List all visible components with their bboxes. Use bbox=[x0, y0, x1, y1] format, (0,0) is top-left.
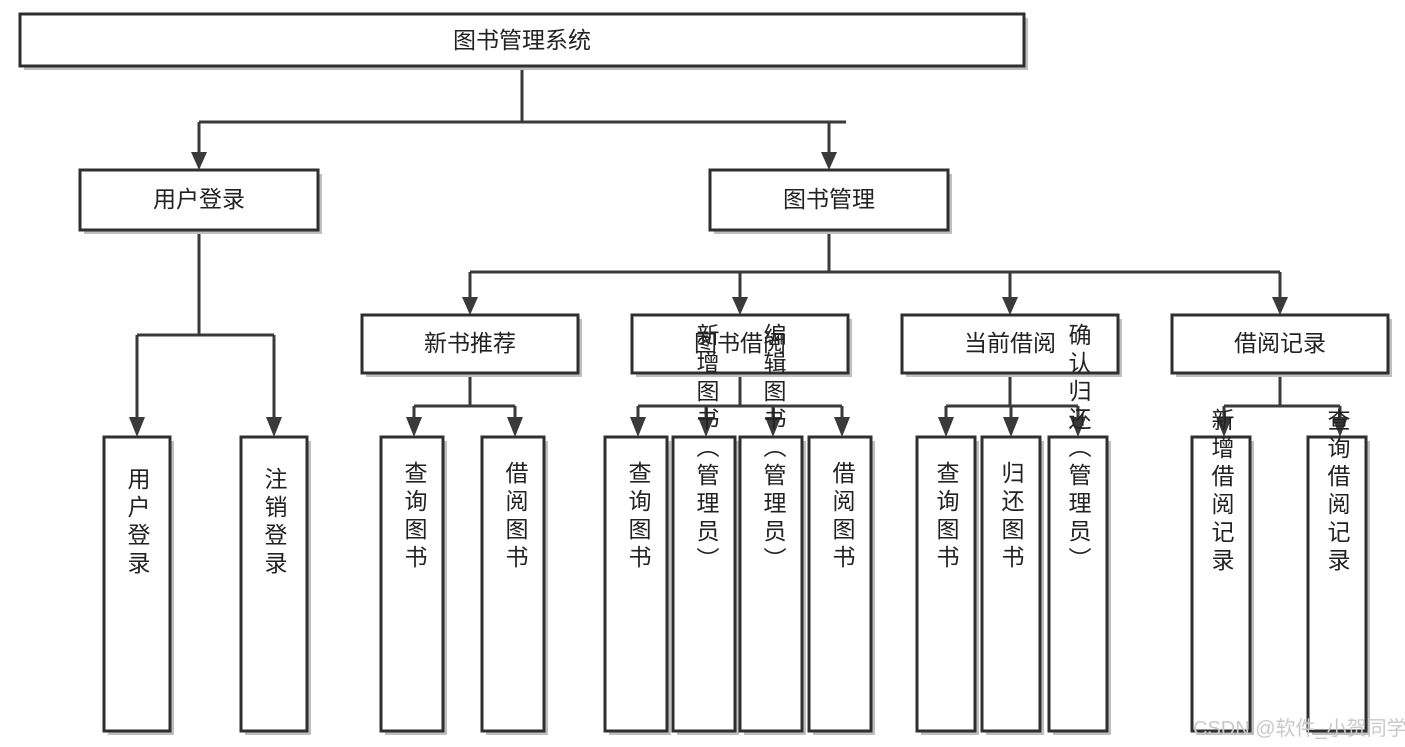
arrow-head-leaf-book-borrow-3 bbox=[765, 417, 781, 437]
leaf-current-borrow-0[interactable]: 查询图书 bbox=[915, 435, 979, 735]
leaf-book-borrow-2-box[interactable] bbox=[738, 435, 804, 733]
arrow-head-leaf-borrow-record-2 bbox=[1332, 417, 1348, 437]
node-current-borrow[interactable]: 当前借阅 bbox=[900, 313, 1122, 377]
node-book-manage-box[interactable] bbox=[708, 168, 950, 232]
arrow-head-leaf-new-book-2 bbox=[507, 417, 523, 437]
arrow-head-leaf-book-borrow-2 bbox=[698, 417, 714, 437]
arrow-head-borrow-record bbox=[1272, 297, 1288, 315]
leaf-book-borrow-0[interactable]: 查询图书 bbox=[603, 435, 671, 735]
node-current-borrow-box[interactable] bbox=[900, 313, 1120, 375]
arrow-head-leaf-new-book-1 bbox=[406, 417, 422, 437]
arrow-head-leaf-book-borrow-1 bbox=[630, 417, 646, 437]
node-root-box[interactable] bbox=[18, 12, 1026, 68]
node-book-manage[interactable]: 图书管理 bbox=[708, 168, 952, 234]
node-user-login[interactable]: 用户登录 bbox=[78, 168, 322, 234]
arrow-head-book-manage bbox=[821, 152, 837, 170]
leaf-current-borrow-1-label: 归还图书 bbox=[998, 461, 1025, 573]
leaf-book-borrow-1[interactable]: 新增图书（管理员） bbox=[671, 323, 739, 735]
node-user-login-label: 用户登录 bbox=[153, 186, 245, 212]
node-book-manage-label: 图书管理 bbox=[783, 186, 875, 212]
node-book-borrow-label: 图书借阅 bbox=[694, 330, 786, 356]
leaf-borrow-record-1[interactable]: 查询借阅记录 bbox=[1306, 408, 1370, 735]
arrow-head-leaf-current-borrow-3 bbox=[1070, 417, 1086, 437]
leaf-new-book-0-label: 查询图书 bbox=[401, 461, 428, 573]
node-book-borrow[interactable]: 图书借阅 bbox=[630, 313, 852, 377]
leaf-new-book-0-box[interactable] bbox=[379, 435, 445, 733]
leaf-book-borrow-3[interactable]: 借阅图书 bbox=[807, 435, 875, 735]
arrow-head-leaf-user-login-1 bbox=[129, 417, 145, 437]
leaf-new-book-1[interactable]: 借阅图书 bbox=[480, 435, 548, 735]
leaf-user-login-0[interactable]: 用户登录 bbox=[102, 435, 174, 735]
leaf-current-borrow-2-label: 确认归还（管理员） bbox=[1065, 323, 1092, 575]
node-book-borrow-box[interactable] bbox=[630, 313, 850, 375]
leaf-borrow-record-0[interactable]: 新增借阅记录 bbox=[1190, 408, 1254, 735]
leaf-current-borrow-2[interactable]: 确认归还（管理员） bbox=[1047, 323, 1111, 735]
leaf-current-borrow-1[interactable]: 归还图书 bbox=[980, 435, 1044, 735]
leaf-book-borrow-0-box[interactable] bbox=[603, 435, 669, 733]
node-user-login-box[interactable] bbox=[78, 168, 320, 232]
arrow-head-current-borrow bbox=[1002, 297, 1018, 315]
node-current-borrow-label: 当前借阅 bbox=[964, 330, 1056, 356]
node-borrow-record-label: 借阅记录 bbox=[1234, 330, 1326, 356]
leaf-borrow-record-1-box[interactable] bbox=[1306, 435, 1368, 733]
leaf-new-book-0[interactable]: 查询图书 bbox=[379, 435, 447, 735]
arrow-head-leaf-current-borrow-1 bbox=[938, 417, 954, 437]
leaf-user-login-1-box[interactable] bbox=[239, 435, 309, 733]
node-borrow-record[interactable]: 借阅记录 bbox=[1170, 313, 1392, 377]
arrow-head-leaf-user-login-2 bbox=[266, 417, 282, 437]
arrow-head-leaf-current-borrow-2 bbox=[1003, 417, 1019, 437]
leaf-new-book-1-label: 借阅图书 bbox=[502, 461, 529, 573]
leaf-user-login-0-box[interactable] bbox=[102, 435, 172, 733]
leaf-book-borrow-1-label: 新增图书（管理员） bbox=[693, 323, 720, 575]
connector-layer bbox=[129, 68, 1348, 437]
leaf-new-book-1-box[interactable] bbox=[480, 435, 546, 733]
arrow-head-book-borrow bbox=[732, 297, 748, 315]
leaf-book-borrow-0-label: 查询图书 bbox=[625, 461, 652, 573]
node-new-book-box[interactable] bbox=[360, 313, 580, 375]
node-root-label: 图书管理系统 bbox=[453, 27, 591, 53]
node-borrow-record-box[interactable] bbox=[1170, 313, 1390, 375]
leaf-book-borrow-2-label: 编辑图书（管理员） bbox=[760, 323, 787, 575]
arrow-head-new-book bbox=[462, 297, 478, 315]
leaf-borrow-record-1-label: 查询借阅记录 bbox=[1324, 408, 1351, 576]
leaf-user-login-1[interactable]: 注销登录 bbox=[239, 435, 311, 735]
node-new-book-label: 新书推荐 bbox=[424, 330, 516, 356]
arrow-head-user-login bbox=[191, 152, 207, 170]
leaf-book-borrow-3-label: 借阅图书 bbox=[829, 461, 856, 573]
leaf-current-borrow-0-label: 查询图书 bbox=[933, 461, 960, 573]
leaf-user-login-1-label: 注销登录 bbox=[261, 467, 288, 579]
node-new-book-recommend[interactable]: 新书推荐 bbox=[360, 313, 582, 377]
leaf-current-borrow-0-box[interactable] bbox=[915, 435, 977, 733]
leaf-book-borrow-3-box[interactable] bbox=[807, 435, 873, 733]
node-root-system[interactable]: 图书管理系统 bbox=[18, 12, 1028, 70]
arrow-head-leaf-borrow-record-1 bbox=[1216, 417, 1232, 437]
leaf-borrow-record-0-box[interactable] bbox=[1190, 435, 1252, 733]
leaf-book-borrow-2[interactable]: 编辑图书（管理员） bbox=[738, 323, 806, 735]
leaf-current-borrow-1-box[interactable] bbox=[980, 435, 1042, 733]
leaf-user-login-0-label: 用户登录 bbox=[124, 467, 151, 579]
leaf-book-borrow-1-box[interactable] bbox=[671, 435, 737, 733]
leaf-current-borrow-2-box[interactable] bbox=[1047, 435, 1109, 733]
leaf-borrow-record-0-label: 新增借阅记录 bbox=[1208, 408, 1235, 576]
arrow-head-leaf-book-borrow-4 bbox=[834, 417, 850, 437]
csdn-watermark: CSDN @软件_小贺同学 bbox=[1193, 717, 1405, 740]
